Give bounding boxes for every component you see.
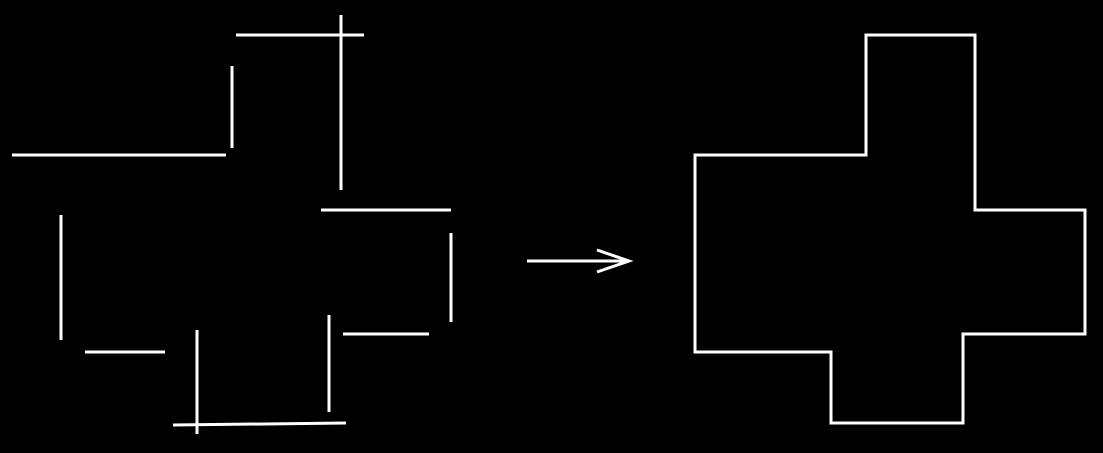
arrow-right-icon [527,248,634,274]
assembled-shape-panel [693,33,1087,425]
arrow-head [596,248,634,274]
segment-bottom-horizontal [172,421,347,427]
fragmented-shape-panel [12,15,453,434]
cross-shape-outline [693,33,1087,425]
